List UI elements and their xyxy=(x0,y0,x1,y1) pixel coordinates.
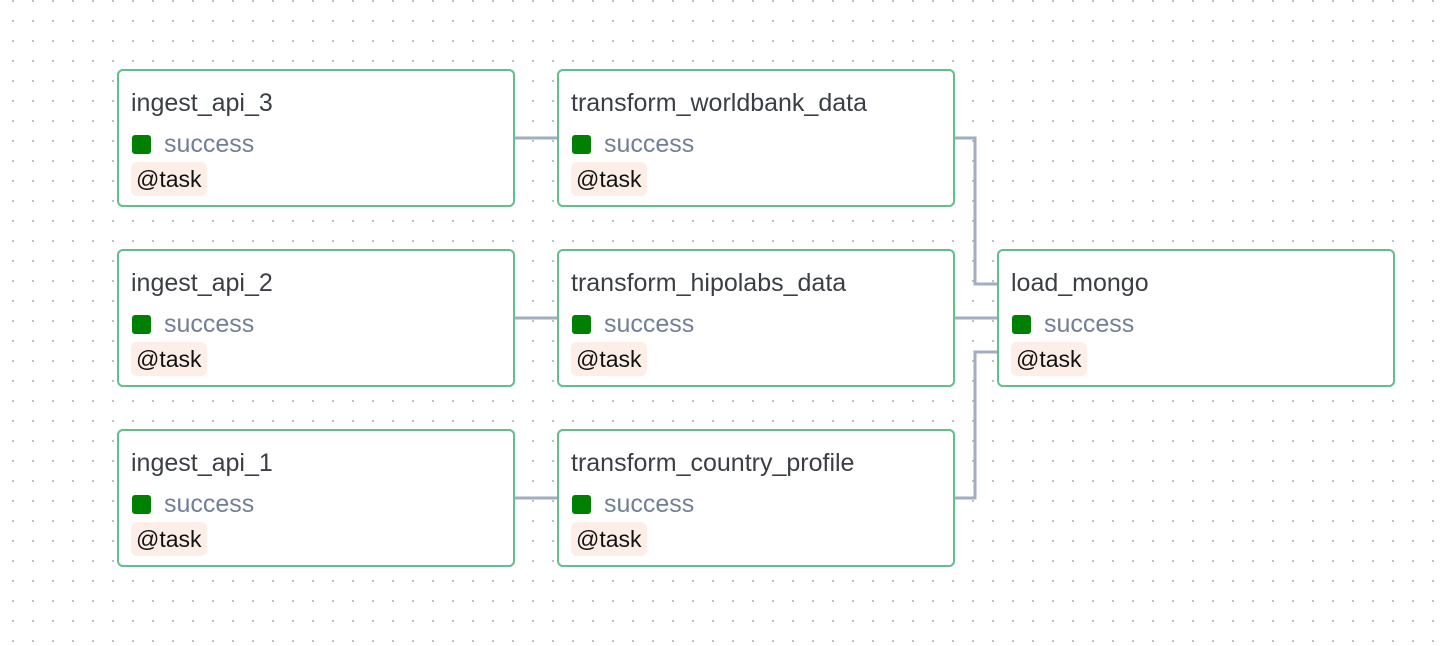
task-node-ingest-api-2[interactable]: ingest_api_2 success @task xyxy=(117,249,515,387)
task-status: success xyxy=(572,489,694,519)
status-indicator-icon xyxy=(132,134,151,154)
task-status: success xyxy=(572,309,694,339)
task-name: transform_worldbank_data xyxy=(571,89,867,117)
task-status: success xyxy=(1012,309,1134,339)
status-label: success xyxy=(164,309,255,338)
task-name: ingest_api_1 xyxy=(131,449,273,477)
status-label: success xyxy=(604,489,695,518)
status-indicator-icon xyxy=(132,494,151,514)
task-name: ingest_api_3 xyxy=(131,89,273,117)
operator-badge: @task xyxy=(131,162,207,196)
task-name: transform_hipolabs_data xyxy=(571,269,847,297)
operator-badge: @task xyxy=(571,522,647,556)
task-name: ingest_api_2 xyxy=(131,269,273,297)
status-label: success xyxy=(604,129,695,158)
task-node-transform-worldbank-data[interactable]: transform_worldbank_data success @task xyxy=(557,69,955,207)
edge-transform-worldbank-data-to-load-mongo xyxy=(954,136,997,286)
operator-badge: @task xyxy=(131,522,207,556)
task-name: load_mongo xyxy=(1011,269,1149,297)
edge-transform-country-profile-to-load-mongo xyxy=(954,350,997,500)
status-label: success xyxy=(164,489,255,518)
status-label: success xyxy=(604,309,695,338)
operator-badge: @task xyxy=(571,162,647,196)
status-label: success xyxy=(1044,309,1135,338)
task-status: success xyxy=(132,309,254,339)
status-label: success xyxy=(164,129,255,158)
status-indicator-icon xyxy=(132,314,151,334)
task-name: transform_country_profile xyxy=(571,449,855,477)
task-node-transform-country-profile[interactable]: transform_country_profile success @task xyxy=(557,429,955,567)
task-node-ingest-api-3[interactable]: ingest_api_3 success @task xyxy=(117,69,515,207)
status-indicator-icon xyxy=(1012,314,1031,334)
operator-badge: @task xyxy=(571,342,647,376)
task-status: success xyxy=(132,489,254,519)
task-status: success xyxy=(132,129,254,159)
operator-badge: @task xyxy=(131,342,207,376)
task-node-load-mongo[interactable]: load_mongo success @task xyxy=(997,249,1395,387)
task-status: success xyxy=(572,129,694,159)
task-node-ingest-api-1[interactable]: ingest_api_1 success @task xyxy=(117,429,515,567)
status-indicator-icon xyxy=(572,494,591,514)
operator-badge: @task xyxy=(1011,342,1087,376)
status-indicator-icon xyxy=(572,134,591,154)
status-indicator-icon xyxy=(572,314,591,334)
task-node-transform-hipolabs-data[interactable]: transform_hipolabs_data success @task xyxy=(557,249,955,387)
